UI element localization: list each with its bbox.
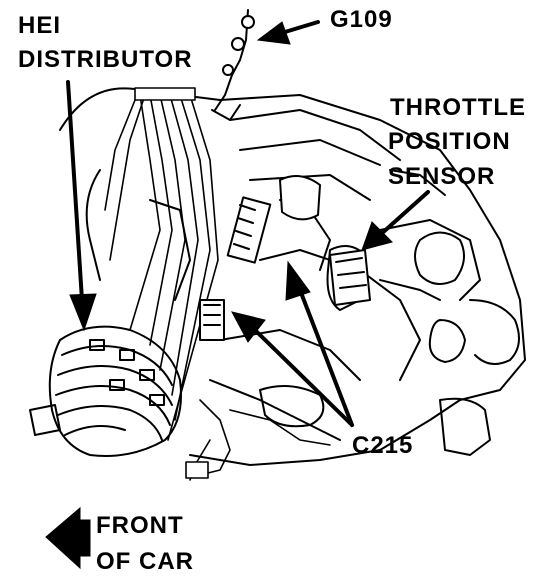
front-label-line1: FRONT bbox=[96, 512, 184, 539]
hei-distributor bbox=[29, 325, 182, 457]
front-label-line2: OF CAR bbox=[96, 548, 194, 575]
tps-pointer-arrow bbox=[361, 190, 430, 251]
tps-connector bbox=[199, 175, 371, 341]
spark-plug-wires bbox=[104, 87, 219, 441]
ground-label: G109 bbox=[330, 6, 393, 33]
distributor-pointer-arrow bbox=[66, 80, 97, 332]
g109-pointer-arrow bbox=[256, 20, 320, 45]
connector-label: C215 bbox=[352, 432, 414, 459]
hei-label: HEI bbox=[18, 12, 62, 39]
tps-label-line3: SENSOR bbox=[388, 163, 496, 190]
c215-pointer-arrows bbox=[231, 260, 354, 427]
distributor-label: DISTRIBUTOR bbox=[18, 46, 193, 73]
front-arrow-icon bbox=[45, 506, 91, 570]
wire-harness bbox=[185, 399, 331, 481]
tps-label-line1: THROTTLE bbox=[390, 94, 526, 121]
tps-label-line2: POSITION bbox=[388, 128, 511, 155]
ground-wire bbox=[211, 9, 255, 121]
